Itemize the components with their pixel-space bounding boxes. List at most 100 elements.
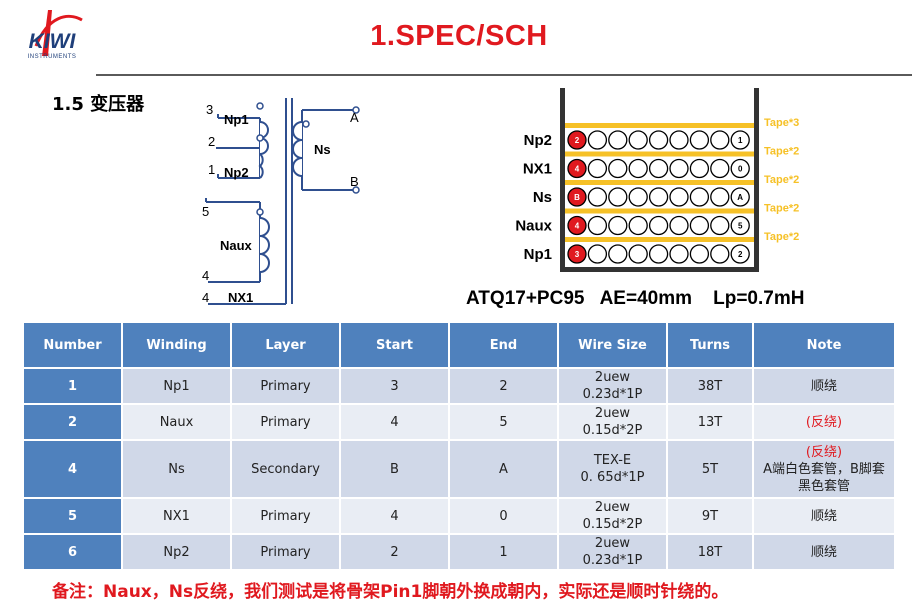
logo-brand: KIWI — [29, 30, 77, 53]
wire-turn — [628, 130, 648, 150]
cell-layer: Primary — [232, 369, 339, 403]
cell-wire-size: 2uew 0.23d*1P — [559, 369, 666, 403]
col-start: Start — [341, 323, 448, 367]
pin-2: 2 — [208, 134, 215, 149]
layer-label: Np2 — [524, 132, 552, 149]
note-text: 顺绕 — [810, 544, 837, 560]
pin-3: 3 — [206, 102, 213, 117]
wire-turn — [730, 187, 750, 207]
note-reverse: (反绕) — [805, 414, 843, 430]
cell-winding: Ns — [123, 441, 230, 497]
wire-turn — [567, 215, 587, 236]
wire-type: TEX-E — [593, 453, 632, 468]
wire-turn — [608, 215, 628, 236]
tape-layer — [565, 180, 754, 185]
tape-layer — [565, 237, 754, 242]
wire-turn — [567, 244, 587, 264]
cell-end: 2 — [450, 369, 557, 403]
wire-turn — [567, 187, 587, 207]
col-layer: Layer — [232, 323, 339, 367]
wire-dim: 0.23d*1P — [582, 553, 643, 568]
cell-number: 1 — [24, 369, 121, 403]
label-np2: Np2 — [224, 165, 249, 180]
end-pin-label: 0 — [738, 165, 743, 174]
cell-turns: 13T — [668, 405, 752, 439]
tape-layer — [565, 151, 754, 157]
wire-turn — [608, 158, 628, 179]
wire-turn — [628, 215, 648, 236]
cell-turns: 5T — [668, 441, 752, 497]
cell-number: 6 — [24, 535, 121, 569]
cell-winding: NX1 — [123, 499, 230, 533]
cell-winding: Np2 — [123, 535, 230, 569]
cell-number: 4 — [24, 441, 121, 497]
wire-turn — [669, 187, 689, 207]
label-naux: Naux — [220, 238, 253, 253]
wire-type: 2uew — [594, 370, 631, 385]
wire-turn — [669, 244, 689, 264]
cell-turns: 18T — [668, 535, 752, 569]
wire-turn — [608, 187, 628, 207]
cell-end: A — [450, 441, 557, 497]
wire-turn — [669, 215, 689, 236]
tape-label: Tape*2 — [764, 174, 799, 186]
start-pin-label: 2 — [575, 136, 580, 145]
cell-start: 4 — [341, 499, 448, 533]
end-pin-label: A — [737, 193, 743, 202]
cell-winding: Naux — [123, 405, 230, 439]
start-pin-label: 4 — [575, 165, 580, 174]
wire-turn — [648, 158, 669, 179]
tape-label: Tape*2 — [764, 203, 799, 215]
wire-turn — [628, 158, 648, 179]
wire-turn — [587, 244, 608, 264]
cell-layer: Secondary — [232, 441, 339, 497]
end-pin-label: 2 — [738, 250, 743, 259]
wire-turn — [648, 187, 669, 207]
section-title: 1.5 变压器 — [52, 94, 145, 115]
wire-turn — [587, 158, 608, 179]
cell-note: 顺绕 — [754, 499, 894, 533]
col-winding: Winding — [123, 323, 230, 367]
wire-turn — [710, 158, 730, 179]
cell-note: (反绕) — [754, 405, 894, 439]
cell-number: 2 — [24, 405, 121, 439]
wire-turn — [710, 187, 730, 207]
layer-label: Ns — [533, 189, 552, 206]
wire-dim: 0.23d*1P — [582, 387, 643, 402]
pin-B: B — [350, 174, 359, 189]
wire-turn — [730, 130, 750, 150]
start-pin-label: 3 — [575, 250, 580, 259]
cell-start: 4 — [341, 405, 448, 439]
core-spec: ATQ17+PC95 AE=40mm Lp=0.7mH — [466, 288, 805, 309]
cell-start: 3 — [341, 369, 448, 403]
cell-turns: 38T — [668, 369, 752, 403]
wire-turn — [669, 158, 689, 179]
pin-5: 5 — [202, 204, 209, 219]
pin-1: 1 — [208, 162, 215, 177]
end-pin-label: 1 — [738, 136, 743, 145]
note-text: 顺绕 — [810, 378, 837, 394]
table-header-row: Number Winding Layer Start End Wire Size… — [24, 323, 894, 367]
layer-label: Np1 — [524, 246, 552, 263]
wire-turn — [648, 244, 669, 264]
tape-label: Tape*2 — [764, 231, 799, 243]
footnote: 备注：Naux，Ns反绕，我们测试是将骨架Pin1脚朝外换成朝内，实际还是顺时针… — [52, 582, 729, 602]
note-reverse: (反绕) — [805, 444, 843, 460]
tape-layer — [565, 208, 754, 214]
wire-turn — [628, 187, 648, 207]
note-text: 顺绕 — [810, 508, 837, 524]
cell-start: 2 — [341, 535, 448, 569]
wire-turn — [689, 130, 710, 150]
wire-turn — [689, 158, 710, 179]
kiwi-logo: KIWI INSTRUMENTS — [28, 10, 83, 60]
col-turns: Turns — [668, 323, 752, 367]
cell-layer: Primary — [232, 535, 339, 569]
winding-table: Number Winding Layer Start End Wire Size… — [22, 321, 896, 571]
cell-number: 5 — [24, 499, 121, 533]
